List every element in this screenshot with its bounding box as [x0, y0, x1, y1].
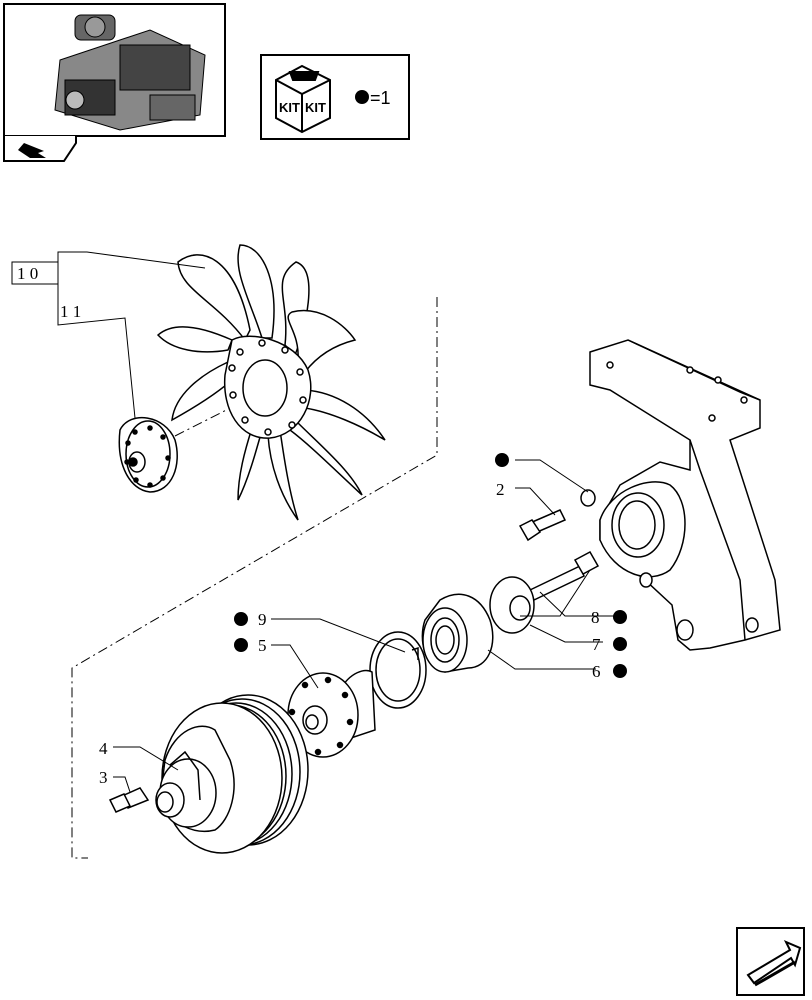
callout-8: 8 [591, 608, 600, 627]
leader-lines [57, 251, 620, 793]
engine-thumbnail[interactable] [3, 3, 226, 137]
callout-2: 2 [496, 480, 505, 499]
kit-label-right: KIT [305, 100, 326, 115]
assembly-boundary [71, 297, 438, 859]
callout-box-10 [11, 261, 59, 285]
callout-5: 5 [258, 636, 267, 655]
callout-3: 3 [99, 768, 108, 787]
drive-hub [287, 669, 376, 758]
return-arrow-icon [18, 143, 46, 158]
fan-blade [237, 427, 263, 501]
kit-marker-icon [355, 90, 369, 104]
kit-markers [234, 453, 627, 678]
fan-spacer [118, 416, 178, 493]
kit-marker-icon [495, 453, 509, 467]
return-arrow-tab[interactable] [3, 136, 77, 162]
fan-blade [177, 254, 251, 342]
callout-4: 4 [99, 739, 108, 758]
fan-blade [237, 244, 275, 339]
fan-blade [156, 326, 233, 353]
next-page-arrow-icon [746, 940, 802, 985]
kit-marker-icon [613, 610, 627, 624]
bolt-2 [518, 509, 567, 542]
pump-bracket [580, 339, 781, 651]
fan-hub-bore [242, 359, 288, 417]
engine-illustration-icon [54, 14, 206, 131]
cooling-fan [156, 244, 386, 521]
kit-box-icon [275, 64, 331, 134]
kit-marker-icon [234, 638, 248, 652]
callout-11: 1 1 [60, 302, 81, 321]
seal-cap [489, 576, 535, 634]
callout-7: 7 [592, 635, 601, 654]
bolt-3 [108, 787, 150, 813]
callout-6: 6 [592, 662, 601, 681]
fan-blade [267, 428, 299, 521]
kit-legend: KIT KIT =1 [260, 54, 410, 140]
next-page-button[interactable] [736, 927, 805, 996]
callout-9: 9 [258, 610, 267, 629]
kit-label-left: KIT [279, 100, 300, 115]
kit-marker-icon [613, 637, 627, 651]
fan-blade [287, 309, 357, 374]
water-pump-pulley [155, 694, 309, 854]
kit-marker-icon [234, 612, 248, 626]
bearing [421, 593, 494, 673]
callout-10: 1 0 [17, 264, 38, 283]
kit-quantity-text: =1 [370, 88, 391, 108]
fan-blade [289, 418, 363, 496]
kit-marker-icon [613, 664, 627, 678]
fan-blade [171, 360, 233, 422]
fan-blade [304, 389, 386, 441]
snap-ring [369, 631, 427, 709]
